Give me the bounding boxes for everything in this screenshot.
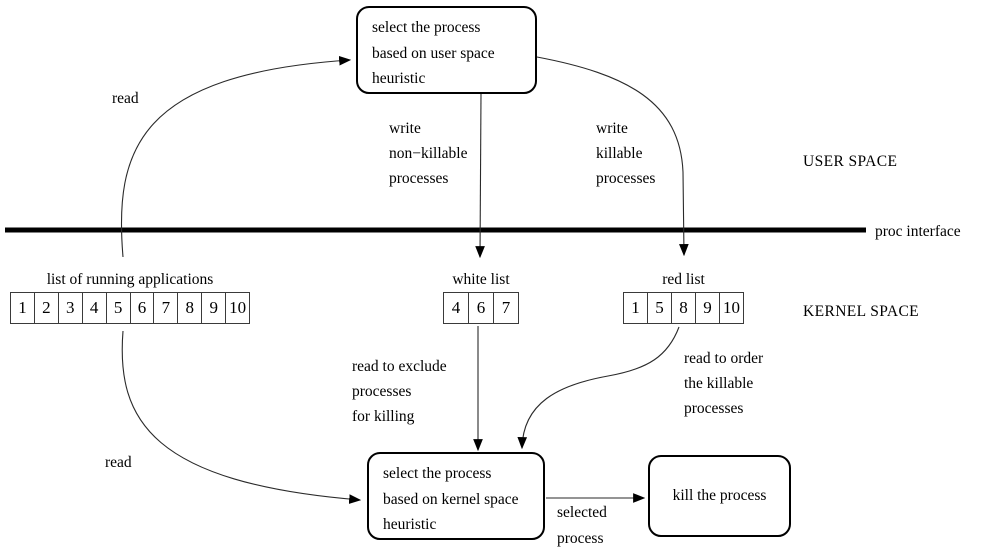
list-cell: 9 (201, 293, 225, 323)
list-cell: 7 (493, 293, 518, 323)
arrow-red-list-to-kernel-box (517, 326, 680, 450)
list-cell: 5 (105, 293, 130, 323)
list-cell: 8 (671, 293, 695, 323)
running-apps-list-title: list of running applications (46, 271, 214, 288)
list-cell: 2 (33, 293, 58, 323)
arrow-write-non-killable-to-white-list (475, 93, 485, 259)
list-cell: 5 (647, 293, 671, 323)
running-apps-cells: 1 2 3 4 5 6 7 8 9 10 (10, 292, 250, 324)
user-space-label: USER SPACE (803, 153, 898, 170)
list-cell: 3 (57, 293, 82, 323)
list-cell: 7 (153, 293, 177, 323)
list-cell: 6 (468, 293, 493, 323)
white-list-cells: 4 6 7 (443, 292, 519, 324)
kernel-space-heuristic-box: select the process based on kernel space… (367, 452, 545, 540)
kernel-space-label: KERNEL SPACE (803, 303, 920, 320)
red-list-title: red list (662, 271, 705, 288)
list-cell: 6 (129, 293, 154, 323)
list-cell: 1 (631, 298, 640, 317)
arrow-read-running-list-to-kernel-box (121, 330, 362, 504)
list-cell: 8 (177, 293, 201, 323)
red-list: red list 1 5 8 9 10 (623, 270, 744, 324)
arrow-read-running-list-to-user-box (120, 55, 352, 258)
arrow-write-killable-to-red-list (536, 56, 689, 257)
list-cell: 10 (719, 293, 743, 323)
write-non-killable-label: write non−killable processes (389, 120, 468, 187)
white-list-title: white list (452, 271, 510, 288)
write-killable-label: write killable processes (596, 120, 656, 187)
list-cell: 1 (18, 298, 27, 317)
white-list: white list 4 6 7 (443, 270, 519, 324)
red-list-cells: 1 5 8 9 10 (623, 292, 744, 324)
list-cell: 4 (81, 293, 106, 323)
list-cell: 10 (225, 293, 249, 323)
kill-process-box: kill the process (648, 455, 791, 537)
read-label-bottom: read (105, 454, 132, 471)
user-space-heuristic-box: select the process based on user space h… (356, 6, 537, 94)
list-cell: 9 (695, 293, 719, 323)
read-order-label: read to order the killable processes (684, 350, 764, 417)
proc-interface-label: proc interface (875, 223, 961, 240)
read-label-top: read (112, 90, 139, 107)
list-cell: 4 (451, 298, 461, 317)
running-apps-list: list of running applications 1 2 3 4 5 6… (10, 270, 250, 324)
read-exclude-label: read to exclude processes for killing (352, 358, 447, 425)
selected-process-label: selected process (557, 504, 607, 547)
